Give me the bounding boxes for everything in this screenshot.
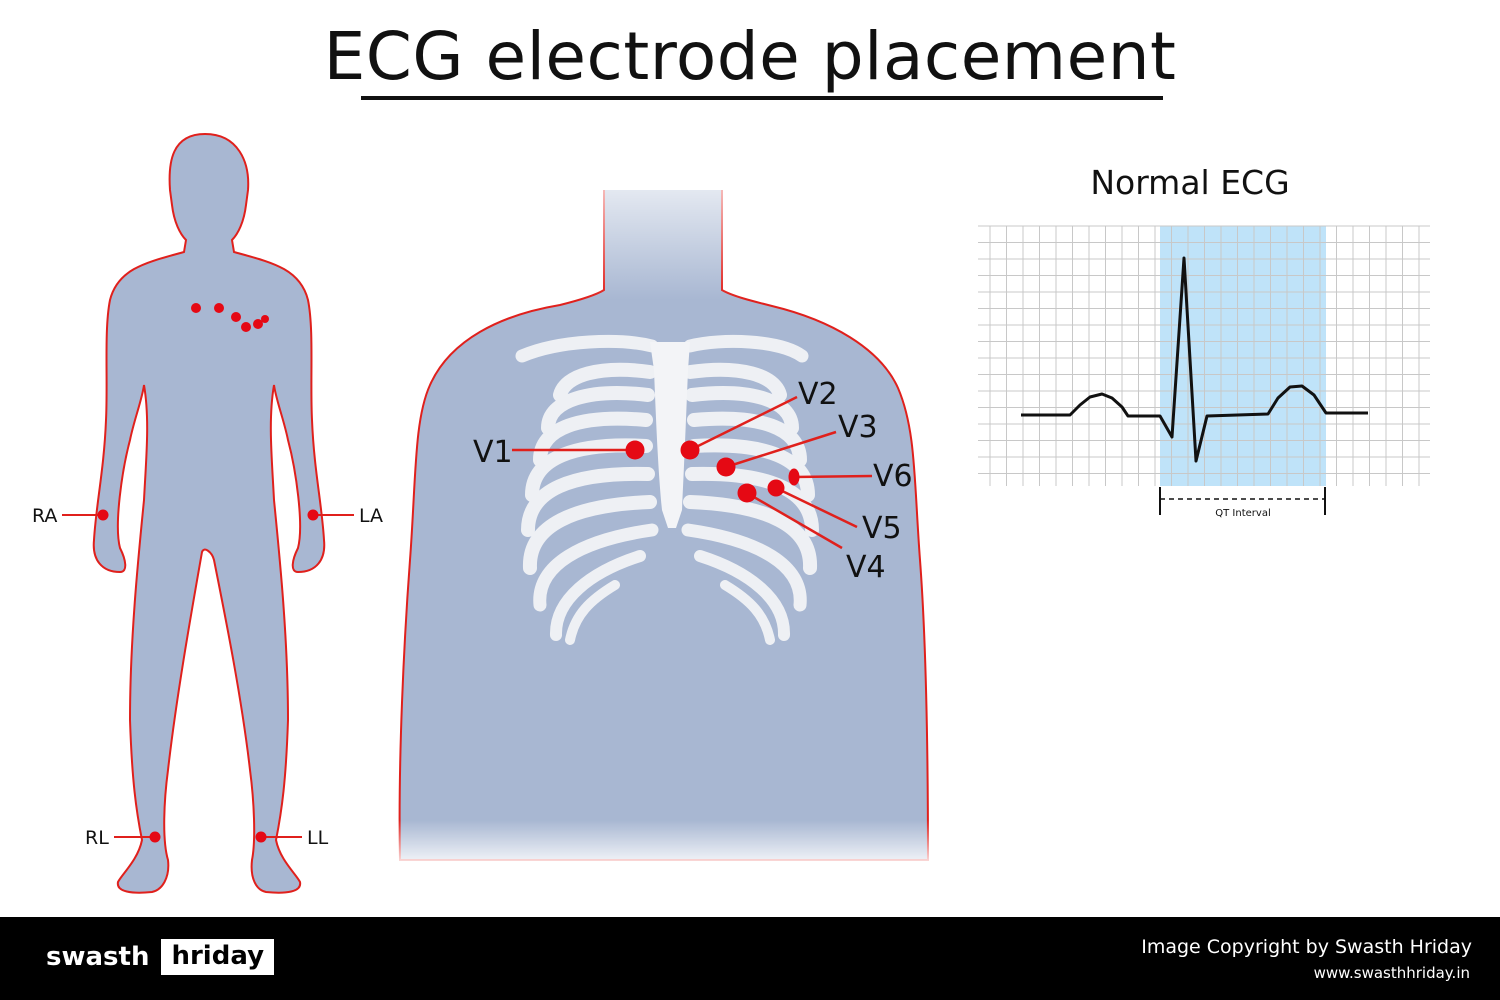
v4-label: V4 [846, 550, 886, 585]
torso-figure [390, 140, 940, 870]
ecg-panel: Normal ECG QT Interval [978, 163, 1430, 519]
chest-electrode-v4: V4 [737, 483, 886, 585]
v1-label: V1 [473, 435, 513, 470]
full-body-figure: RA LA RL LL [32, 132, 383, 894]
ra-label: RA [32, 505, 57, 527]
chest-electrode-v1: V1 [473, 435, 645, 470]
body-chest-electrode [241, 322, 251, 332]
v2-label: V2 [798, 377, 838, 412]
copyright-text: Image Copyright by Swasth Hriday [1141, 936, 1472, 958]
chest-electrode-v3: V3 [716, 410, 878, 477]
chest-electrode-v2: V2 [680, 377, 838, 460]
diagram-canvas: RA LA RL LL [32, 132, 1430, 894]
ll-label: LL [307, 827, 329, 849]
body-chest-electrode [191, 303, 201, 313]
body-chest-electrode [214, 303, 224, 313]
limb-electrode-ra: RA [32, 505, 109, 527]
ecg-title: Normal ECG [1090, 163, 1289, 202]
v5-label: V5 [862, 511, 902, 546]
la-label: LA [359, 505, 383, 527]
v3-label: V3 [838, 410, 878, 445]
website-link[interactable]: www.swasthhriday.in [1313, 964, 1470, 982]
sternum [650, 342, 690, 528]
body-chest-electrode [231, 312, 241, 322]
chest-electrode-v6: V6 [788, 459, 913, 494]
chest-electrode-v5: V5 [767, 479, 902, 546]
bottom-fade [390, 820, 940, 870]
logo-box: hriday [161, 939, 275, 975]
limb-electrode-la: LA [307, 505, 383, 527]
qt-label: QT Interval [1215, 508, 1270, 519]
logo-word: swasth [46, 942, 150, 972]
ribcage [515, 334, 819, 645]
ecg-grid [978, 225, 1430, 486]
ecg-trace [1021, 256, 1368, 463]
title-underline [361, 96, 1163, 100]
body-silhouette [92, 132, 326, 894]
rl-label: RL [85, 827, 109, 849]
limb-electrode-ll: LL [255, 827, 329, 849]
top-mask [390, 140, 940, 190]
limb-electrode-rl: RL [85, 827, 161, 849]
brand-logo: swasth hriday [46, 939, 275, 975]
body-chest-electrode [261, 315, 269, 323]
body-chest-electrode [253, 319, 263, 329]
page-title: ECG electrode placement [323, 18, 1177, 95]
v6-label: V6 [873, 459, 913, 494]
